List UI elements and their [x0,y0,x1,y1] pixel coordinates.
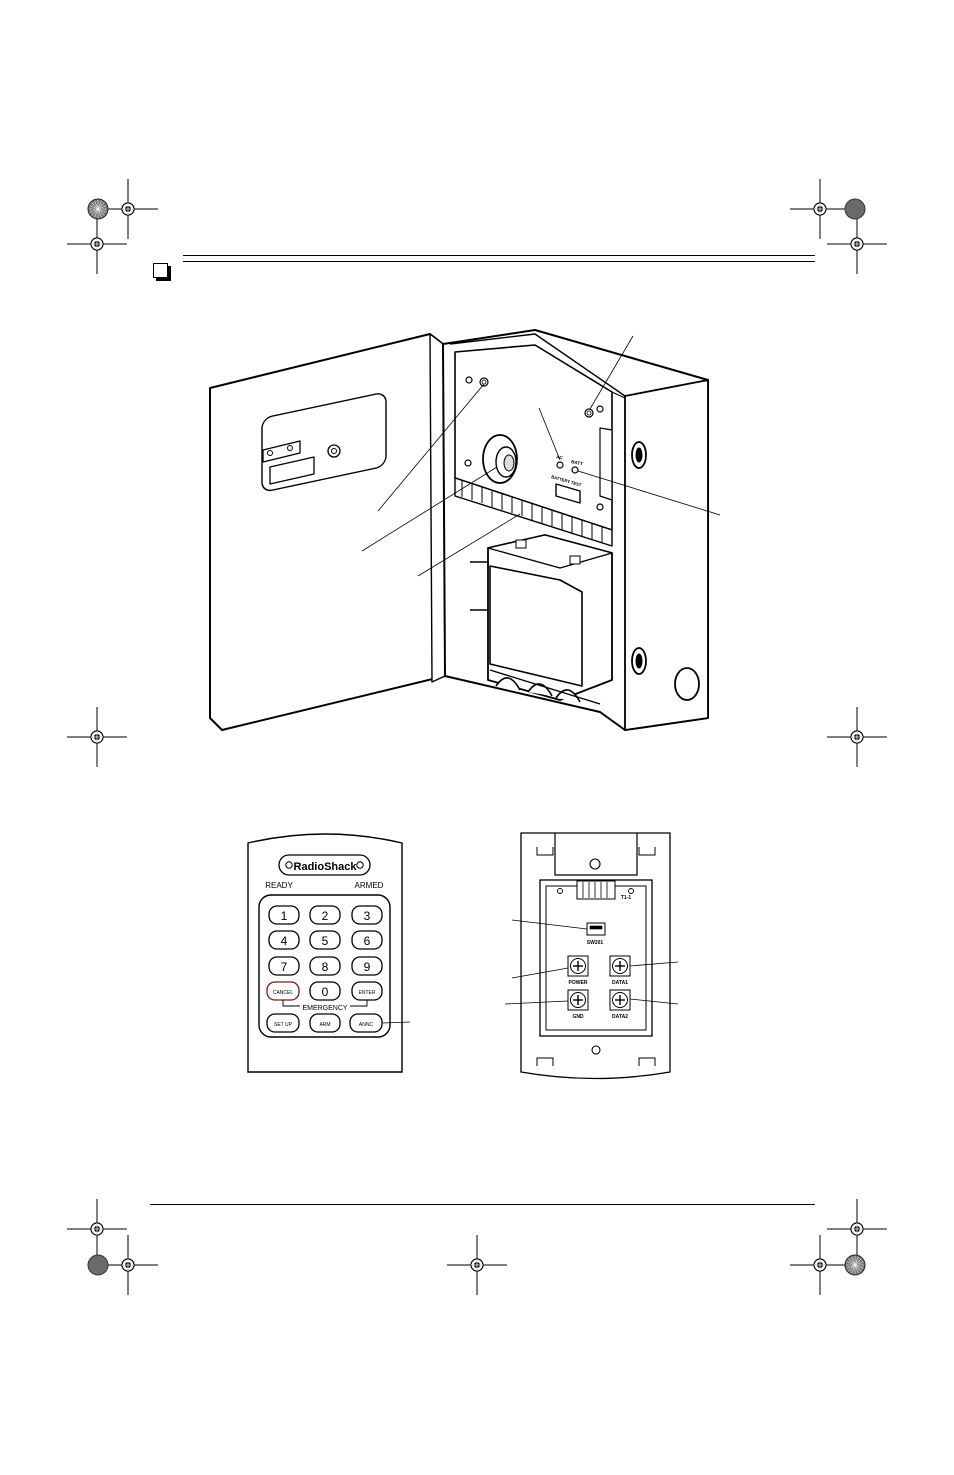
key-8: 8 [322,960,329,974]
key-1: 1 [281,909,288,923]
key-3: 3 [364,909,371,923]
setup-key: SET UP [274,1022,293,1028]
keypad-front-illustration [247,833,411,1073]
ac-led-label: AC [556,454,564,460]
power-terminal-label: POWER [569,980,588,986]
emergency-label: EMERGENCY [302,1005,347,1012]
jumper-label: T1-1 [621,895,632,901]
data2-terminal-label: DATA2 [612,1014,628,1020]
header-rule [183,255,815,256]
key-9: 9 [364,960,371,974]
key-5: 5 [322,934,329,948]
section-checkbox-icon [153,263,168,278]
arm-key: ARM [319,1022,330,1028]
switch-label: SW201 [587,940,604,946]
armed-label: ARMED [355,881,384,890]
footer-rule [150,1204,815,1205]
control-panel-illustration [209,329,721,731]
header-rule-thin [183,261,815,262]
key-4: 4 [281,934,288,948]
key-6: 6 [364,934,371,948]
key-0: 0 [322,985,329,999]
batt-led-label: BATT [571,459,584,466]
data1-terminal-label: DATA1 [612,980,628,986]
keypad-front-labels: RadioShack READY ARMED 1 2 3 4 5 6 7 8 9… [265,861,383,1028]
ready-label: READY [265,881,293,890]
annc-key: ANNC [359,1022,374,1028]
key-7: 7 [281,960,288,974]
keypad-back-labels: T1-1 SW201 POWER DATA1 GND DATA2 [569,895,632,1020]
key-2: 2 [322,909,329,923]
cancel-key: CANCEL [273,990,294,996]
keypad-back-illustration [504,832,679,1080]
enter-key: ENTER [359,990,376,996]
gnd-terminal-label: GND [572,1014,584,1020]
brand-logo: RadioShack [294,861,358,873]
